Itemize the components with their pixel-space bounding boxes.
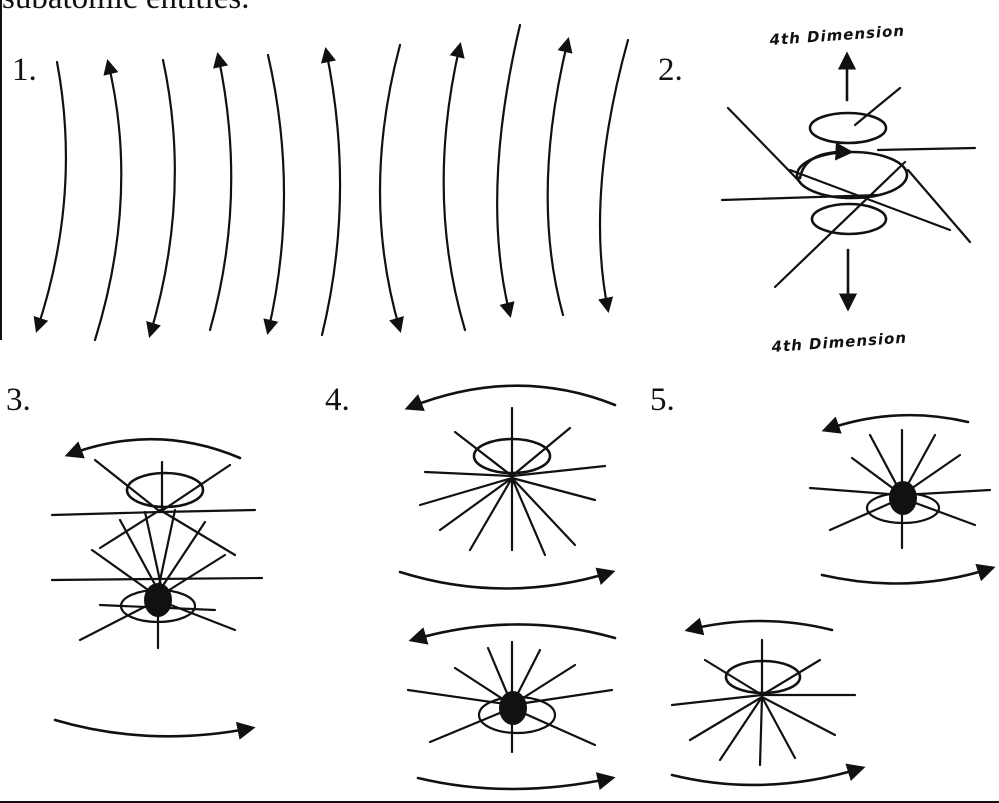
field-line-up <box>95 62 121 340</box>
field-line-up <box>444 45 465 330</box>
bottom-dimension-caption: 4th Dimension <box>770 329 908 356</box>
panel-4: 4. <box>325 382 615 789</box>
particle-core <box>144 583 172 617</box>
panel-3: 3. <box>6 382 262 736</box>
rotation-arrow-left-icon <box>412 624 615 640</box>
field-line-down <box>497 25 520 315</box>
particle-core <box>499 691 527 725</box>
rotation-arrow-left-icon <box>825 415 968 430</box>
rotation-arrow-right-icon <box>822 568 992 584</box>
panel-1-label: 1. <box>12 52 37 88</box>
field-line-down <box>150 60 175 335</box>
panel-3-label: 3. <box>6 382 31 418</box>
field-lines <box>37 25 628 340</box>
rotation-arrow-right-icon <box>672 768 862 785</box>
panel-2: 2. 4th Dimension 4th Dimension <box>658 22 975 356</box>
field-line-down <box>380 45 400 330</box>
panel-5: 5. <box>650 382 992 785</box>
rotation-arrow-right-icon <box>55 720 252 736</box>
rotation-arrow-right-icon <box>418 778 612 789</box>
particle-core <box>889 481 917 515</box>
rotation-arrow-left-icon <box>68 439 240 458</box>
panel-5-label: 5. <box>650 382 675 418</box>
top-dimension-caption: 4th Dimension <box>768 22 906 49</box>
field-line-up <box>548 40 568 315</box>
upper-disc <box>810 113 886 143</box>
lower-disc <box>812 204 886 234</box>
field-line-down <box>37 62 66 330</box>
panel-4-label: 4. <box>325 382 350 418</box>
field-line-down <box>268 55 284 332</box>
panel-2-label: 2. <box>658 52 683 88</box>
rotation-arrow-left-icon <box>408 386 615 408</box>
header-text: subatomic entities. <box>2 0 249 16</box>
upper-rays <box>420 408 605 555</box>
panel-1: 1. <box>12 25 628 340</box>
field-line-up <box>210 55 231 330</box>
rotation-arrow-right-icon <box>400 572 612 589</box>
lower-rays <box>672 640 855 765</box>
field-line-up <box>322 50 340 335</box>
rotation-arrow-left-icon <box>688 621 832 630</box>
field-line-down <box>600 40 628 310</box>
